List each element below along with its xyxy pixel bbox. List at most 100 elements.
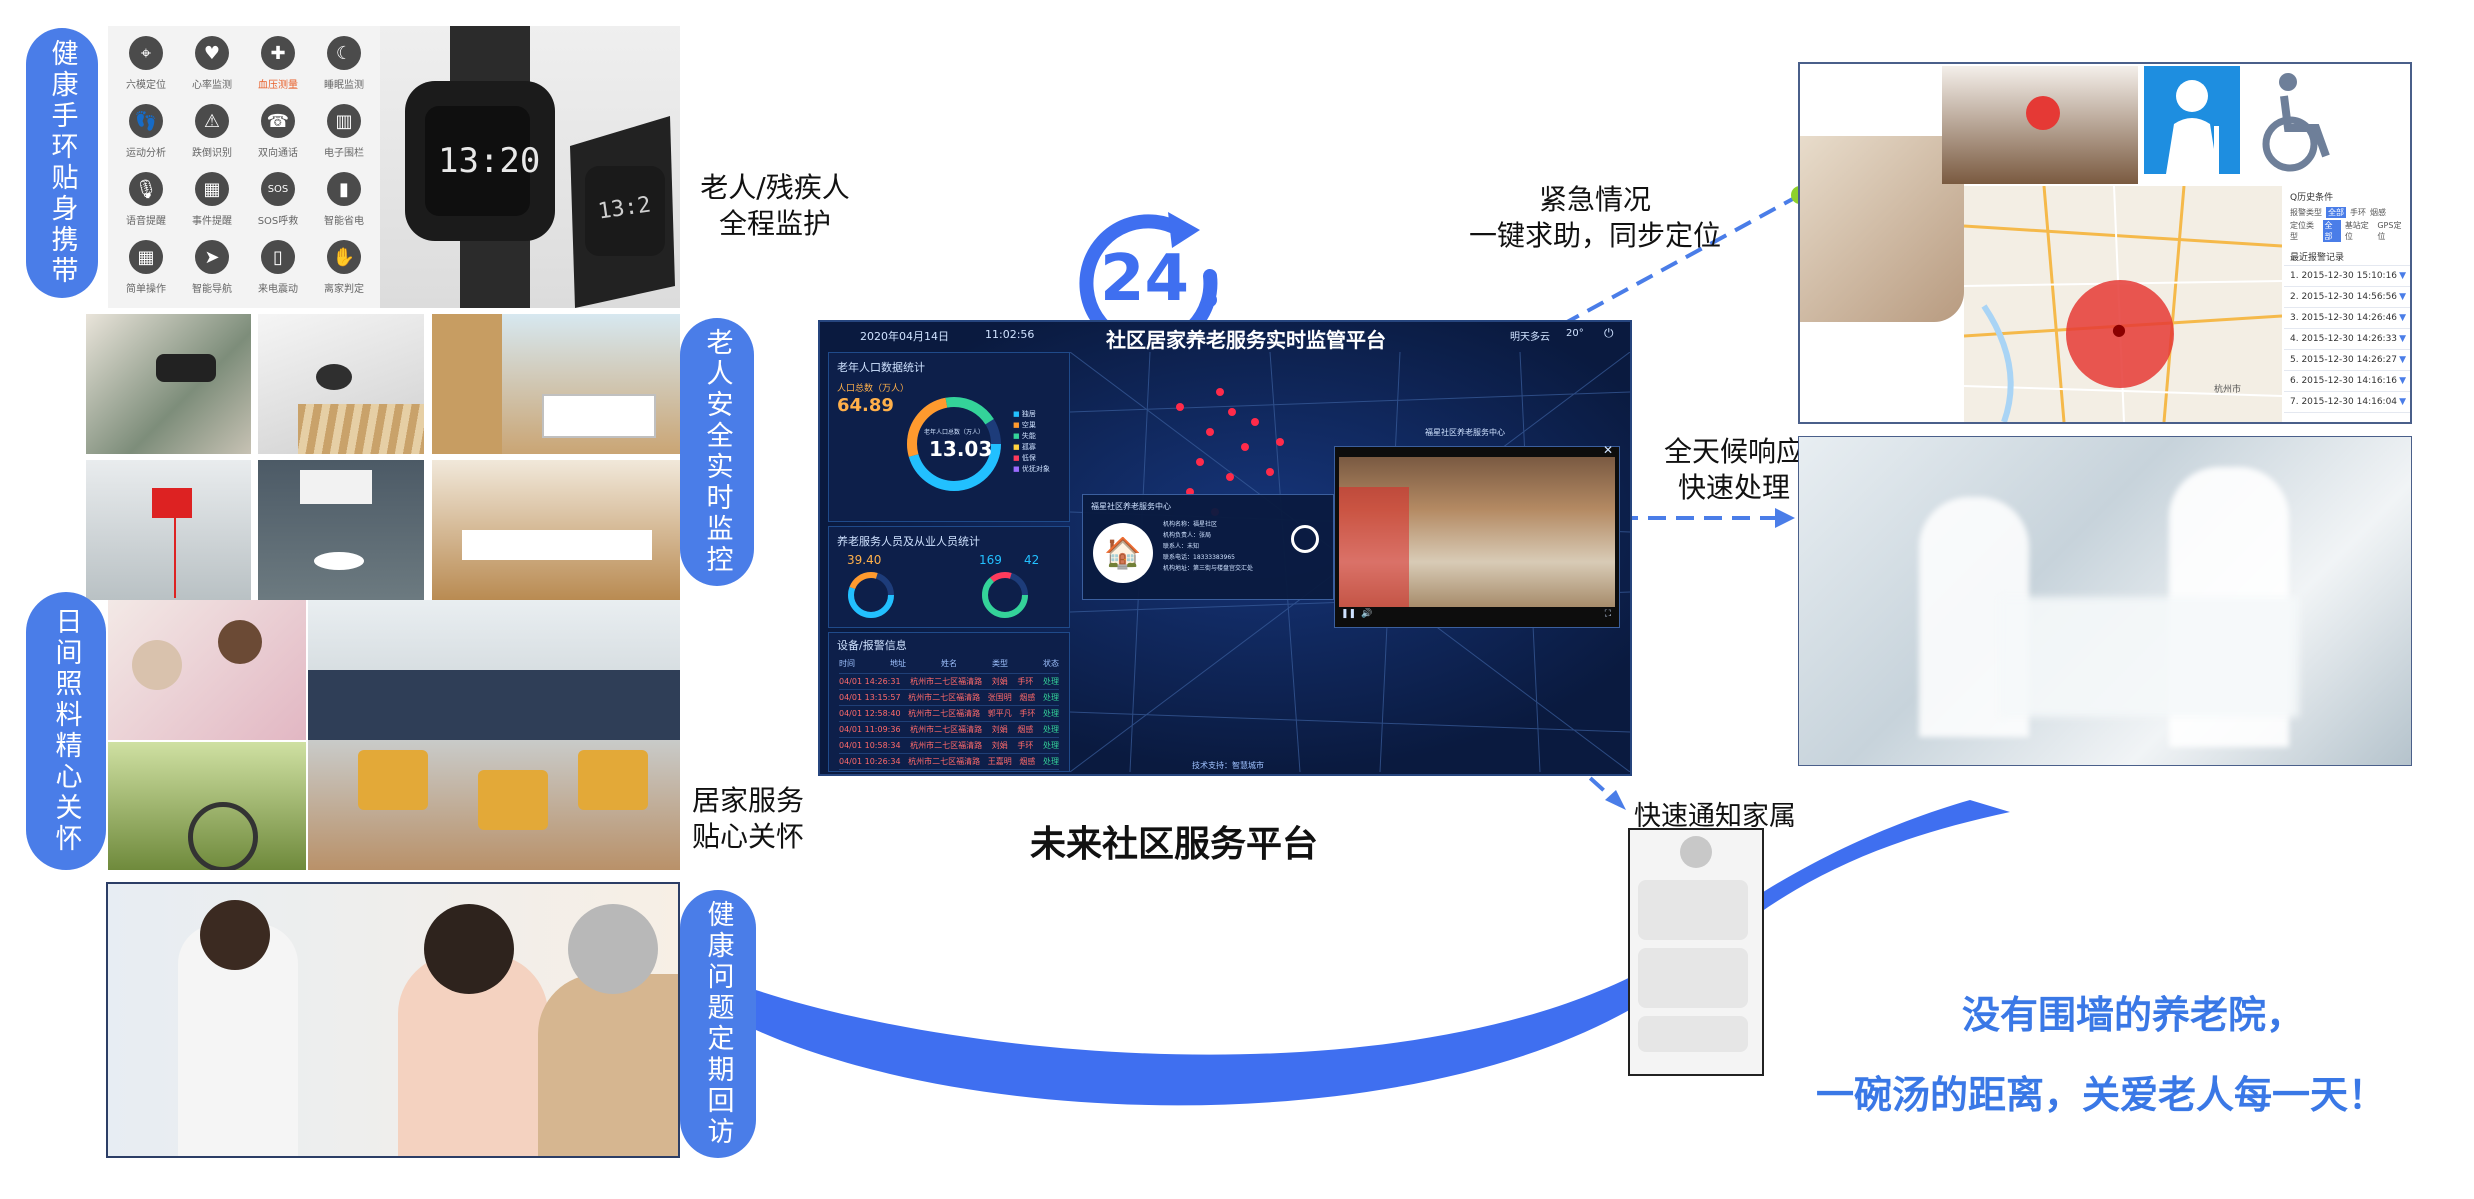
filter-type-label: 报警类型: [2290, 208, 2322, 217]
panel-population-sub: 人口总数（万人）: [837, 384, 910, 394]
video-close-icon[interactable]: ✕: [1602, 443, 1613, 457]
table-header-cell: 类型: [992, 658, 1008, 668]
table-cell: 04/01 10:26:34: [839, 756, 901, 766]
photo-wheelchair: [108, 742, 306, 870]
locate-option-base[interactable]: 基站定位: [2344, 221, 2369, 241]
pill-followup-label: 健康问题定期回访: [702, 900, 734, 1148]
table-header-cell: 时间: [839, 658, 855, 668]
table-cell: 手环: [1017, 676, 1034, 686]
caption-emergency-line1: 紧急情况: [1538, 183, 1651, 216]
fall-detection-icon: ⚠: [195, 104, 229, 138]
legend-item: ■ 优抚对象: [1013, 465, 1050, 473]
alarm-record-label: 4. 2015-12-30 14:26:33: [2290, 334, 2398, 344]
locate-option-all[interactable]: 全部: [2322, 220, 2341, 242]
video-play-icon[interactable]: ❚❚: [1341, 609, 1357, 619]
table-cell: 杭州市二七区福清路: [910, 724, 983, 734]
photo-camera-window: [86, 314, 251, 454]
population-legend: ■ 独居■ 空巢■ 失能■ 孤寡■ 低保■ 优抚对象: [1013, 409, 1050, 475]
record-pin-icon[interactable]: ▼: [2399, 292, 2406, 302]
video-volume-icon[interactable]: 🔊: [1361, 609, 1373, 619]
filter-option-smoke[interactable]: 烟感: [2370, 208, 2386, 217]
photo-wall-switch: [258, 460, 424, 600]
table-cell: 手环: [1017, 740, 1034, 750]
popup-line: 机构负责人：张局: [1163, 532, 1212, 539]
table-cell: 04/01 14:26:31: [839, 676, 901, 686]
table-cell: 刘娟: [991, 740, 1008, 750]
record-pin-icon[interactable]: ▼: [2399, 376, 2406, 386]
alarm-record-label: 2. 2015-12-30 14:56:56: [2290, 292, 2398, 302]
feature-label: 来电震动: [258, 284, 298, 295]
alarm-record[interactable]: 5. 2015-12-30 14:26:27▼: [2284, 350, 2410, 371]
table-cell: 04/01 12:58:40: [839, 708, 901, 718]
record-pin-icon[interactable]: ▼: [2399, 397, 2406, 407]
feature-item: 👣运动分析: [114, 100, 178, 180]
record-pin-icon[interactable]: ▼: [2399, 334, 2406, 344]
record-pin-icon[interactable]: ▼: [2399, 355, 2406, 365]
pill-daycare-label: 日间照料精心关怀: [50, 607, 82, 855]
table-cell: 处理: [1042, 756, 1059, 766]
staff-value-2: 169: [979, 553, 1002, 567]
table-cell: 刘娟: [991, 676, 1008, 686]
table-cell: 刘娟: [991, 724, 1008, 734]
alarm-sidebar: Q历史条件 报警类型 全部 手环 烟感 定位类型 全部 基站定位 GPS定位 最…: [2284, 186, 2410, 422]
record-pin-icon[interactable]: ▼: [2399, 271, 2406, 281]
dashboard-screen: 2020年04月14日 11:02:56 社区居家养老服务实时监管平台 明天多云…: [818, 320, 1632, 776]
feature-item: ⚠跌倒识别: [180, 100, 244, 180]
staff-ring-chart-2: [982, 572, 1028, 618]
feature-item: 🎙语音提醒: [114, 168, 178, 248]
wheelchair-icon: [2248, 66, 2348, 174]
table-cell: 04/01 11:09:36: [839, 724, 901, 734]
panel-staff: 养老服务人员及从业人员统计 39.40 169 42: [828, 526, 1070, 628]
alarm-record[interactable]: 2. 2015-12-30 14:56:56▼: [2284, 287, 2410, 308]
locate-option-gps[interactable]: GPS定位: [2377, 221, 2402, 241]
ring-label: 老年人口总数（万人）: [924, 429, 985, 436]
phone-icon: ☎: [261, 104, 295, 138]
staff-value-3: 42: [1024, 553, 1040, 567]
map-pin-icon[interactable]: ●: [2112, 320, 2126, 339]
facility-pin-icon[interactable]: [1291, 525, 1319, 553]
feature-label: 简单操作: [126, 284, 166, 295]
panel-alarms-title: 设备/报警信息: [837, 639, 907, 652]
record-pin-icon[interactable]: ▼: [2399, 313, 2406, 323]
alarm-map[interactable]: ● 杭州市: [1964, 186, 2282, 422]
feature-item: ▦事件提醒: [180, 168, 244, 248]
slogan-line1: 没有围墙的养老院，: [1962, 993, 2305, 1037]
alarm-record[interactable]: 1. 2015-12-30 15:10:16▼: [2284, 266, 2410, 287]
alarm-record[interactable]: 6. 2015-12-30 14:16:16▼: [2284, 371, 2410, 392]
alarm-record[interactable]: 4. 2015-12-30 14:26:33▼: [2284, 329, 2410, 350]
caption-notify: 快速通知家属: [1634, 801, 1796, 832]
table-cell: 杭州市二七区福清路: [908, 708, 981, 718]
filter-option-all[interactable]: 全部: [2326, 207, 2346, 218]
table-cell: 处理: [1042, 724, 1059, 734]
alarm-record[interactable]: 7. 2015-12-30 14:16:04▼: [2284, 392, 2410, 413]
video-fullscreen-icon[interactable]: ⛶: [1604, 609, 1611, 619]
photo-bedroom: [432, 314, 680, 454]
table-cell: 烟感: [1019, 692, 1036, 702]
table-header-cell: 状态: [1043, 658, 1059, 668]
popup-line: 联系电话：18333383965: [1163, 554, 1235, 561]
alarm-record[interactable]: 3. 2015-12-30 14:26:46▼: [2284, 308, 2410, 329]
dashboard-power-icon[interactable]: ⏻: [1604, 326, 1614, 340]
photo-ceiling-camera: [258, 314, 424, 454]
smartwatch-icon: [405, 26, 675, 308]
feature-item: ➤智能导航: [180, 236, 244, 308]
dashboard-weather: 明天多云: [1510, 332, 1550, 343]
filter-option-band[interactable]: 手环: [2350, 208, 2366, 217]
video-window[interactable]: 福星社区养老服务中心 ✕ ❚❚ 🔊 ⛶: [1334, 428, 1620, 628]
pill-wristband: 健康手环贴身携带: [26, 28, 98, 298]
feature-label: 电子围栏: [324, 148, 364, 159]
photo-chest-pain: [1800, 136, 1964, 322]
caption-response-line1: 全天候响应: [1663, 435, 1804, 468]
dashboard-date: 2020年04月14日: [860, 330, 949, 343]
badge-24-number: 24: [1100, 242, 1190, 316]
feature-label: 离家判定: [324, 284, 364, 295]
location-pin-icon: ⌖: [129, 36, 163, 70]
feature-item: ☎双向通话: [246, 100, 310, 180]
